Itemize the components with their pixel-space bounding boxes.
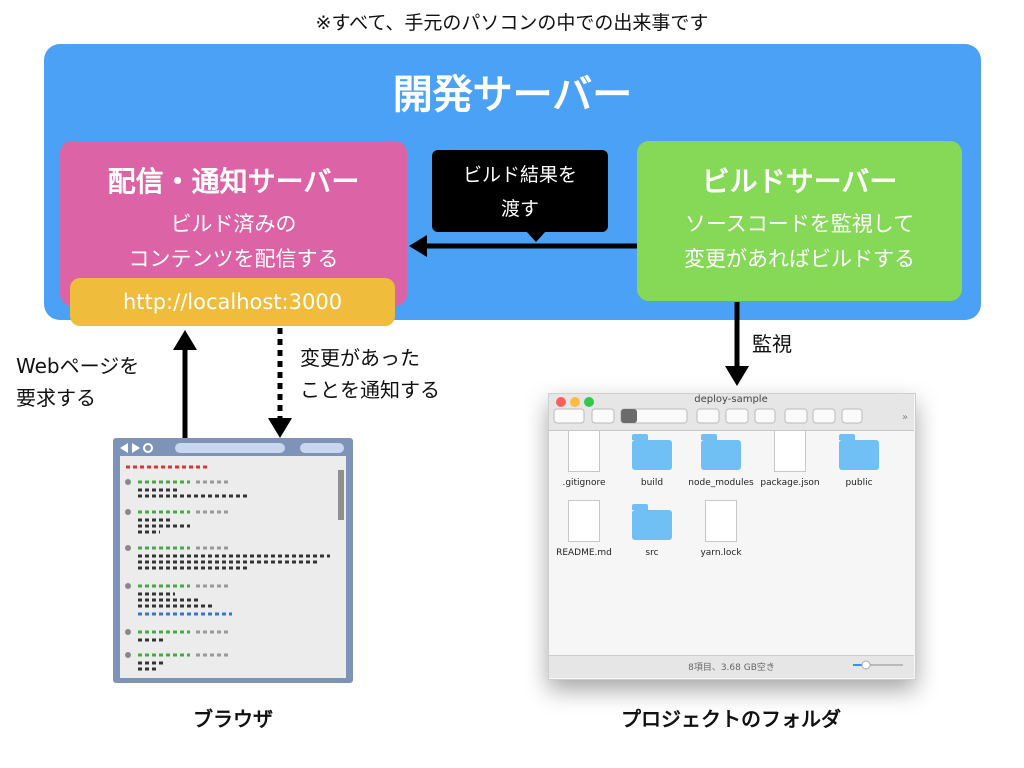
file-item-yarn-lock[interactable]: yarn.lock [683,500,759,558]
finder-window-title: deploy-sample [694,394,768,405]
file-item-node-modules[interactable]: node_modules [683,434,759,488]
notify-arrow-head [268,418,292,438]
build-server-desc-1: ソースコードを監視して [684,212,915,236]
document-icon [568,430,600,472]
file-item-gitignore[interactable]: .gitignore [546,430,622,488]
watch-label: 監視 [752,332,792,356]
file-label: public [845,478,873,488]
build-server-box [637,141,962,301]
post-6 [125,652,230,671]
request-arrow-head [173,330,197,350]
folder-icon [632,510,672,540]
file-label: package.json [760,478,820,488]
file-label: src [645,548,659,558]
notify-label: 変更があった ことを通知する [300,342,440,406]
document-icon [705,500,737,542]
icon-view-button[interactable] [621,409,637,423]
folder-caption: プロジェクトのフォルダ [621,707,841,731]
browser-caption: ブラウザ [193,707,273,731]
trash-button[interactable] [841,408,863,424]
folder-icon-tab [632,434,648,440]
document-icon [774,430,806,472]
finder-status-text: 8項目、3.68 GB空き [688,663,775,673]
reload-icon [143,443,153,453]
request-label-line-2: 要求する [16,386,96,410]
search-bar [300,443,344,453]
file-label: yarn.lock [700,548,742,558]
tag-button[interactable] [784,408,808,424]
zoom-icon[interactable] [584,397,594,407]
handoff-line-1: ビルド結果を [462,164,577,186]
folder-icon-tab [632,504,648,510]
folder-icon [701,440,741,470]
file-label: README.md [556,548,612,558]
handoff-bubble: ビルド結果を 渡す [432,150,608,232]
build-server-desc-2: 変更があればビルドする [684,247,915,271]
folder-icon [632,440,672,470]
handoff-arrow-head [409,235,427,257]
folder-icon [839,440,879,470]
bubble-pointer [526,231,546,242]
new-folder-button[interactable] [812,408,836,424]
back-icon [120,443,128,453]
close-icon[interactable] [556,397,566,407]
file-item-package-json[interactable]: package.json [752,430,828,488]
arrange-button[interactable] [591,408,615,424]
notify-label-line-2: ことを通知する [300,378,440,402]
minimize-icon[interactable] [570,397,580,407]
post-2 [125,509,230,534]
request-label-line-1: Webページを [16,354,140,378]
watch-arrow-head [725,366,749,386]
finder-status-bar [549,655,914,678]
markdown-document-icon [568,500,600,542]
file-item-src[interactable]: src [614,504,690,558]
post-3 [125,545,330,570]
folder-icon-tab [839,434,855,440]
localhost-url: http://localhost:3000 [70,278,395,326]
dev-server-title: 開発サーバー [392,72,633,118]
file-label: node_modules [688,478,754,488]
overflow-chevron-icon[interactable]: » [902,412,908,423]
build-server-title: ビルドサーバー [701,165,898,198]
delivery-server-title: 配信・通知サーバー [107,165,360,198]
browser-scrollbar [338,470,344,520]
zoom-slider-knob[interactable] [861,660,871,670]
action-button[interactable] [725,408,749,424]
folder-icon-tab [701,434,717,440]
notify-label-line-1: 変更があった [300,346,420,370]
footnote: ※すべて、手元のパソコンの中での出来事です [315,12,709,34]
post-1 [125,479,250,498]
address-bar [175,443,285,453]
handoff-line-2: 渡す [500,198,539,220]
file-label: .gitignore [562,478,606,488]
file-item-public[interactable]: public [821,434,897,488]
file-item-readme[interactable]: README.md [546,500,622,558]
file-label: build [640,478,664,488]
delivery-server-desc-2: コンテンツを配信する [128,247,339,271]
request-label: Webページを 要求する [16,350,139,414]
delivery-server-desc-1: ビルド済みの [170,212,297,236]
file-item-build[interactable]: build [614,434,690,488]
group-button[interactable] [696,408,720,424]
share-button[interactable] [754,408,776,424]
post-5 [125,629,230,642]
post-4 [125,583,232,616]
forward-icon [132,443,140,453]
nav-buttons[interactable] [553,408,585,424]
